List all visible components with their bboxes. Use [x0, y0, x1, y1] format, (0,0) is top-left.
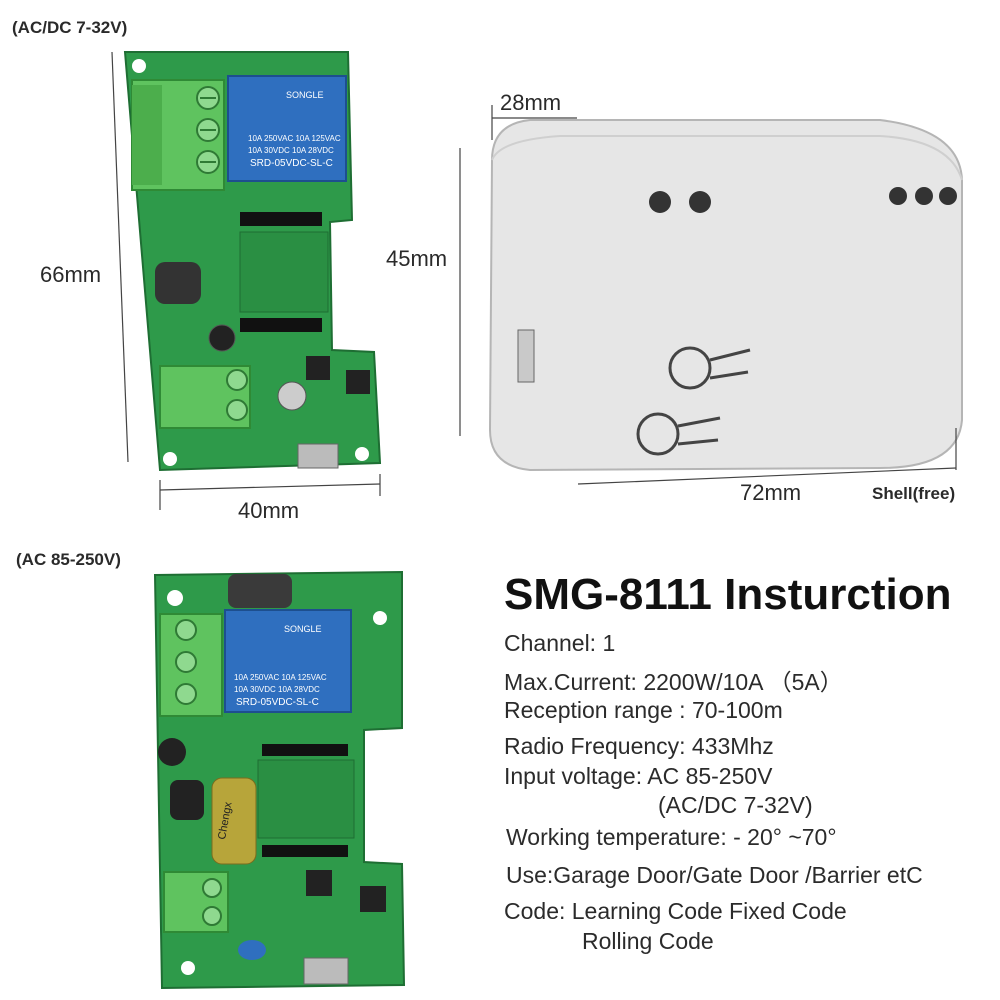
spec-code: Code: Learning Code Fixed Code — [504, 898, 847, 924]
shell-free-label: Shell(free) — [872, 484, 956, 503]
bottom-board-voltage-label: (AC 85-250V) — [16, 550, 121, 569]
bottom-pcb-board: SONGLE 10A 250VAC 10A 125VAC 10A 30VDC 1… — [153, 570, 406, 990]
spec-input-voltage: Input voltage: AC 85-250V — [504, 763, 773, 789]
shell-width-label: 72mm — [740, 480, 802, 505]
svg-text:SRD-05VDC-SL-C: SRD-05VDC-SL-C — [250, 158, 333, 169]
top-relay-brand: SONGLE — [286, 90, 324, 100]
svg-text:SONGLE: SONGLE — [284, 624, 322, 634]
svg-text:10A 30VDC 10A 28VDC: 10A 30VDC 10A 28VDC — [234, 685, 320, 694]
bottom-terminal-block — [159, 613, 223, 717]
bottom-relay: SONGLE 10A 250VAC 10A 125VAC 10A 30VDC 1… — [224, 609, 352, 713]
top-board-lower-terminal — [159, 365, 251, 429]
board-height-label: 66mm — [40, 262, 102, 287]
spec-input-voltage-alt: (AC/DC 7-32V) — [658, 792, 813, 818]
svg-text:10A 250VAC 10A 125VAC: 10A 250VAC 10A 125VAC — [234, 673, 327, 682]
top-relay: SONGLE 10A 250VAC 10A 125VAC 10A 30VDC 1… — [227, 75, 347, 182]
svg-text:10A 30VDC 10A 28VDC: 10A 30VDC 10A 28VDC — [248, 146, 334, 155]
spec-working-temperature: Working temperature: - 20° ~70° — [506, 824, 837, 850]
spec-radio-frequency: Radio Frequency: 433Mhz — [504, 733, 774, 759]
spec-max-current: Max.Current: 2200W/10A （5A） — [504, 669, 843, 695]
top-pcb-board: SONGLE 10A 250VAC 10A 125VAC 10A 30VDC 1… — [123, 51, 382, 472]
shell-height-label: 45mm — [386, 246, 448, 271]
spec-reception-range: Reception range : 70-100m — [504, 697, 783, 723]
shell-depth-label: 28mm — [500, 90, 562, 115]
spec-code-rolling: Rolling Code — [582, 928, 714, 954]
top-terminal-block — [131, 79, 225, 191]
spec-channel: Channel: 1 — [504, 630, 616, 656]
shell-enclosure — [488, 119, 963, 472]
bottom-board-lower-terminal — [163, 871, 229, 933]
top-board-voltage-label: (AC/DC 7-32V) — [12, 18, 128, 37]
svg-text:10A 250VAC 10A 125VAC: 10A 250VAC 10A 125VAC — [248, 134, 341, 143]
bottom-capacitor: Chengx — [211, 777, 257, 865]
instruction-title: SMG-8111 Insturction — [504, 570, 952, 619]
board-width-label: 40mm — [238, 498, 300, 523]
spec-use: Use:Garage Door/Gate Door /Barrier etC — [506, 862, 923, 888]
svg-text:SRD-05VDC-SL-C: SRD-05VDC-SL-C — [236, 697, 319, 708]
